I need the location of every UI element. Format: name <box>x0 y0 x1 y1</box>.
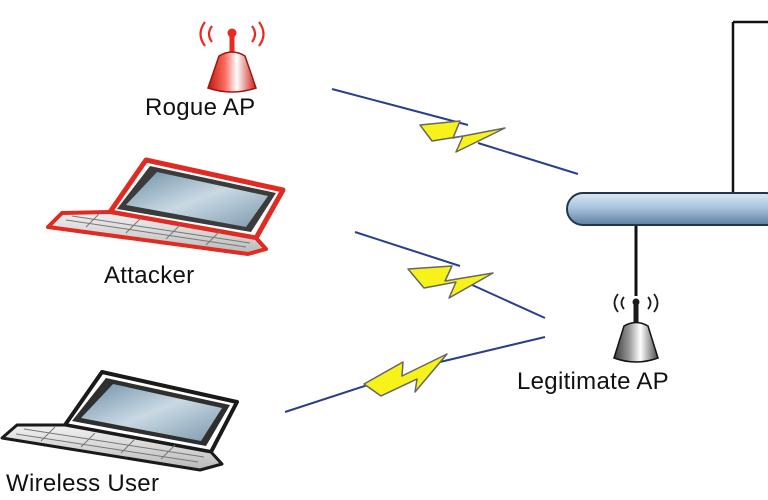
link-wave-line <box>354 231 461 267</box>
network-backbone <box>566 20 768 296</box>
attacker-label: Attacker <box>104 262 195 289</box>
wireless-user-label: Wireless User <box>6 470 160 497</box>
rogue-ap-icon <box>199 21 265 93</box>
link-wave-line <box>439 336 546 363</box>
rogue-ap-label: Rogue AP <box>145 94 256 121</box>
network-bus <box>566 192 768 226</box>
wireless-user-laptop-icon <box>0 370 239 472</box>
legitimate-ap-icon <box>613 293 659 363</box>
attacker-link-lightning-icon <box>354 231 546 319</box>
user-link-lightning-icon <box>284 336 546 413</box>
link-wave-line <box>477 142 579 175</box>
link-wave-line <box>331 88 469 126</box>
attacker-laptop-icon <box>46 157 286 256</box>
link-wave-line <box>469 283 546 319</box>
rogue-ap-link-lightning-icon <box>331 88 579 175</box>
legitimate-ap-label: Legitimate AP <box>517 368 669 395</box>
